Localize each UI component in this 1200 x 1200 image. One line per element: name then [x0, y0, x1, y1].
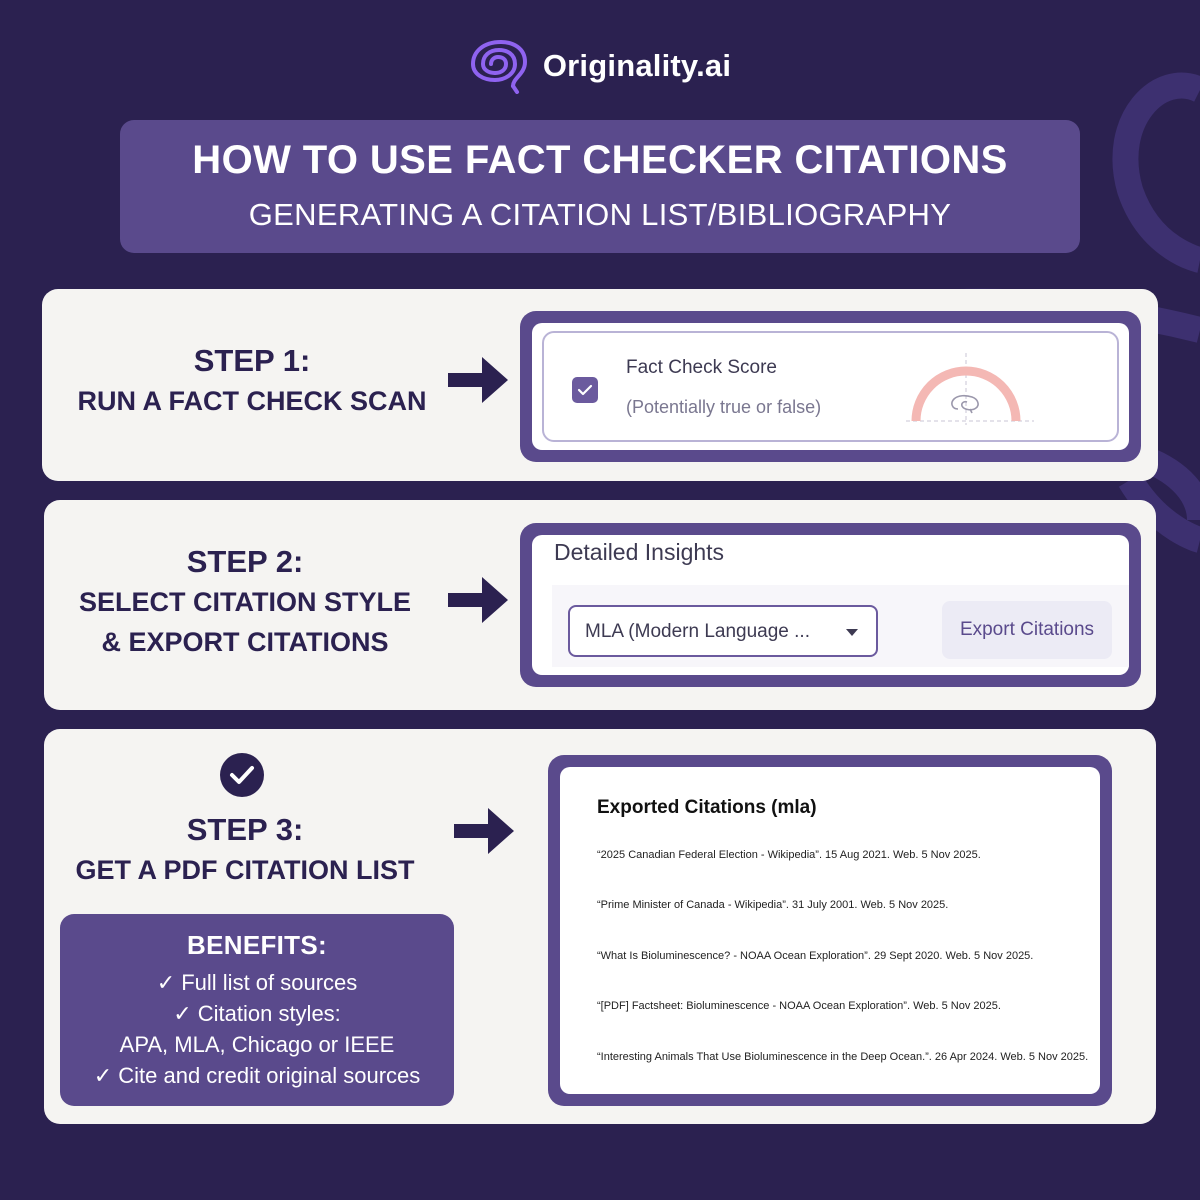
check-circle-icon — [220, 753, 264, 797]
checkmark-icon — [577, 384, 593, 396]
brain-swirl-icon — [470, 39, 527, 94]
brand-name: Originality.ai — [542, 48, 732, 83]
arrow-right-icon — [448, 577, 508, 623]
arrow-right-icon — [454, 808, 514, 854]
pdf-title: Exported Citations (mla) — [597, 797, 817, 818]
step-3-desc: GET A PDF CITATION LIST — [75, 855, 415, 885]
step-3-text: STEP 3: GET A PDF CITATION LIST — [50, 810, 440, 890]
step-2-screenshot: Detailed Insights MLA (Modern Language .… — [520, 523, 1141, 687]
citation-entry: “[PDF] Factsheet: Bioluminescence - NOAA… — [597, 1000, 1001, 1012]
step-1-title: STEP 1: — [193, 343, 311, 378]
fact-check-score-box[interactable]: Fact Check Score (Potentially true or fa… — [542, 331, 1119, 442]
benefit-item: ✓ Cite and credit original sources — [93, 1063, 421, 1088]
benefit-item: APA, MLA, Chicago or IEEE — [119, 1032, 395, 1057]
citation-entry: “Interesting Animals That Use Biolumines… — [597, 1051, 1089, 1063]
benefits-title: BENEFITS: — [187, 930, 327, 960]
step-1-screenshot: Fact Check Score (Potentially true or fa… — [520, 311, 1141, 462]
citation-style-select[interactable]: MLA (Modern Language ... — [568, 605, 878, 657]
score-gauge-icon — [906, 353, 1034, 425]
step-1-card: STEP 1: RUN A FACT CHECK SCAN Fact Check… — [42, 289, 1158, 481]
step-1-desc: RUN A FACT CHECK SCAN — [77, 386, 427, 416]
step-2-desc-line2: & EXPORT CITATIONS — [101, 627, 389, 657]
step-2-desc-line1: SELECT CITATION STYLE — [78, 587, 411, 617]
citation-entry: “Prime Minister of Canada - Wikipedia”. … — [597, 899, 949, 911]
export-citations-button[interactable]: Export Citations — [942, 601, 1112, 659]
citation-style-value: MLA (Modern Language ... — [585, 621, 810, 642]
fact-check-widget: Fact Check Score (Potentially true or fa… — [532, 323, 1129, 450]
step-2-card: STEP 2: SELECT CITATION STYLE & EXPORT C… — [44, 500, 1156, 710]
citation-controls-panel: MLA (Modern Language ... Export Citation… — [552, 585, 1129, 667]
step-2-text: STEP 2: SELECT CITATION STYLE & EXPORT C… — [60, 542, 430, 662]
step-3-title: STEP 3: — [186, 812, 304, 847]
citation-entry: “What Is Bioluminescence? - NOAA Ocean E… — [597, 950, 1034, 962]
step-2-title: STEP 2: — [186, 544, 304, 579]
benefits-list: ✓ Full list of sources ✓ Citation styles… — [60, 967, 454, 1091]
fact-check-score-sublabel: (Potentially true or false) — [626, 397, 822, 417]
title-banner: HOW TO USE FACT CHECKER CITATIONS GENERA… — [120, 120, 1080, 253]
page-subtitle: GENERATING A CITATION LIST/BIBLIOGRAPHY — [248, 197, 952, 232]
arrow-right-icon — [448, 357, 508, 403]
citation-entry: “2025 Canadian Federal Election - Wikipe… — [597, 849, 981, 861]
step-3-screenshot: Exported Citations (mla) “2025 Canadian … — [548, 755, 1112, 1106]
fact-check-score-label: Fact Check Score — [626, 357, 777, 378]
step-1-text: STEP 1: RUN A FACT CHECK SCAN — [62, 341, 442, 421]
benefit-item: ✓ Full list of sources — [156, 970, 358, 995]
pdf-citation-list: Exported Citations (mla) “2025 Canadian … — [560, 767, 1100, 1094]
page-title: HOW TO USE FACT CHECKER CITATIONS — [192, 138, 1008, 182]
brand-header: Originality.ai — [0, 38, 1200, 94]
detailed-insights-widget: Detailed Insights MLA (Modern Language .… — [532, 535, 1129, 675]
caret-down-icon — [846, 629, 858, 636]
detailed-insights-title: Detailed Insights — [554, 539, 725, 565]
fact-check-checkbox[interactable] — [572, 377, 598, 403]
benefit-item: ✓ Citation styles: — [173, 1001, 341, 1026]
benefits-box: BENEFITS: ✓ Full list of sources ✓ Citat… — [60, 914, 454, 1106]
